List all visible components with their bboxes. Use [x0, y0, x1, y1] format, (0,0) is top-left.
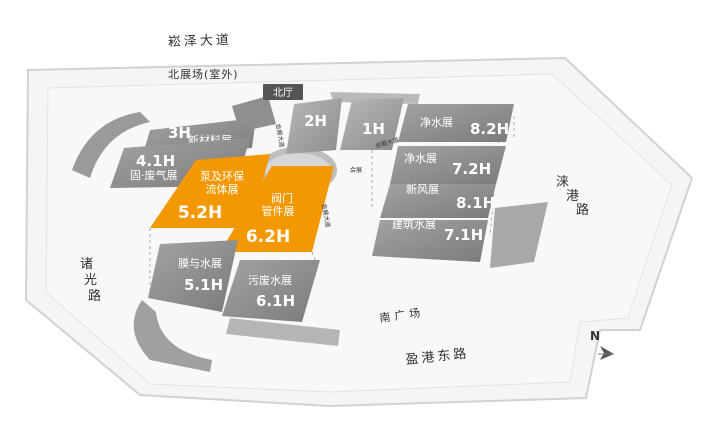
hall-7-1h-number: 7.1H: [444, 226, 483, 244]
road-west-3: 路: [88, 288, 101, 304]
north-outdoor-label: 北展场(室外): [168, 67, 239, 81]
hall-7-2h-number: 7.2H: [452, 160, 491, 178]
hall-5-1h: [148, 240, 238, 312]
south-wing: [226, 318, 340, 346]
hall-6-1h-number: 6.1H: [256, 292, 295, 310]
west-wing: [72, 112, 150, 178]
hall-6-2h-number: 6.2H: [246, 227, 290, 247]
hall-5-2h: [150, 154, 270, 228]
hall-1h-number: 1H: [362, 120, 385, 138]
hall-7-2h-label: 净水展: [404, 151, 437, 165]
compass-label: N: [590, 329, 600, 343]
hall-8-2h-number: 8.2H: [470, 120, 509, 138]
compass-arrow-icon: [600, 346, 614, 360]
hall-6-1h: [222, 260, 320, 322]
hall-2h-number: 2H: [304, 112, 327, 130]
hall-6-1h-label: 污废水展: [248, 273, 292, 287]
road-east-1: 涞: [556, 175, 569, 190]
hall-6-2h-label-2: 管件展: [262, 204, 295, 218]
hall-6-2h-label-1: 阀门: [271, 191, 293, 205]
road-west-2: 光: [84, 273, 97, 288]
hall-8-1h-number: 8.1H: [456, 194, 495, 212]
hall-5-2h-label-1: 泵及环保: [200, 169, 244, 183]
north-hall-tag-box: [263, 84, 303, 100]
hall-4-1h-number: 4.1H: [136, 152, 175, 170]
compass: N: [590, 329, 614, 360]
road-east-2: 港: [566, 189, 579, 204]
southwest-wing: [133, 300, 212, 372]
hall-8-2h-label: 净水展: [420, 115, 453, 129]
hall-5-2h-label-2: 流体展: [206, 182, 239, 196]
hall-8-1h: [380, 184, 496, 218]
hall-5-1h-number: 5.1H: [184, 276, 223, 294]
hall-8-2h: [398, 104, 514, 142]
hall-5-1h-label: 膜与水展: [178, 257, 222, 270]
road-west-1: 诸: [80, 257, 93, 272]
hall-4-1h-label: 固·废气展: [130, 168, 178, 182]
hall-5-2h-number: 5.2H: [178, 203, 222, 223]
connector-label-3: 会展: [350, 166, 362, 174]
north-hall-label: 北厅: [273, 87, 293, 99]
south-plaza-label: 南广场: [378, 305, 425, 325]
road-north: 崧泽大道: [168, 33, 233, 50]
hall-6-2h: [220, 166, 334, 252]
hall-3h-number: 3H: [168, 124, 191, 142]
hall-7-2h: [390, 146, 506, 184]
hall-7-1h: [372, 220, 488, 262]
hall-8-1h-label: 新风展: [406, 182, 439, 196]
hall-1h: [340, 98, 404, 150]
hall-7-1h-label: 建筑水展: [392, 217, 436, 231]
hall-2h: [286, 98, 342, 154]
road-east-3: 路: [576, 202, 589, 218]
east-wing: [490, 202, 548, 268]
road-south: 盈港东路: [405, 345, 470, 368]
